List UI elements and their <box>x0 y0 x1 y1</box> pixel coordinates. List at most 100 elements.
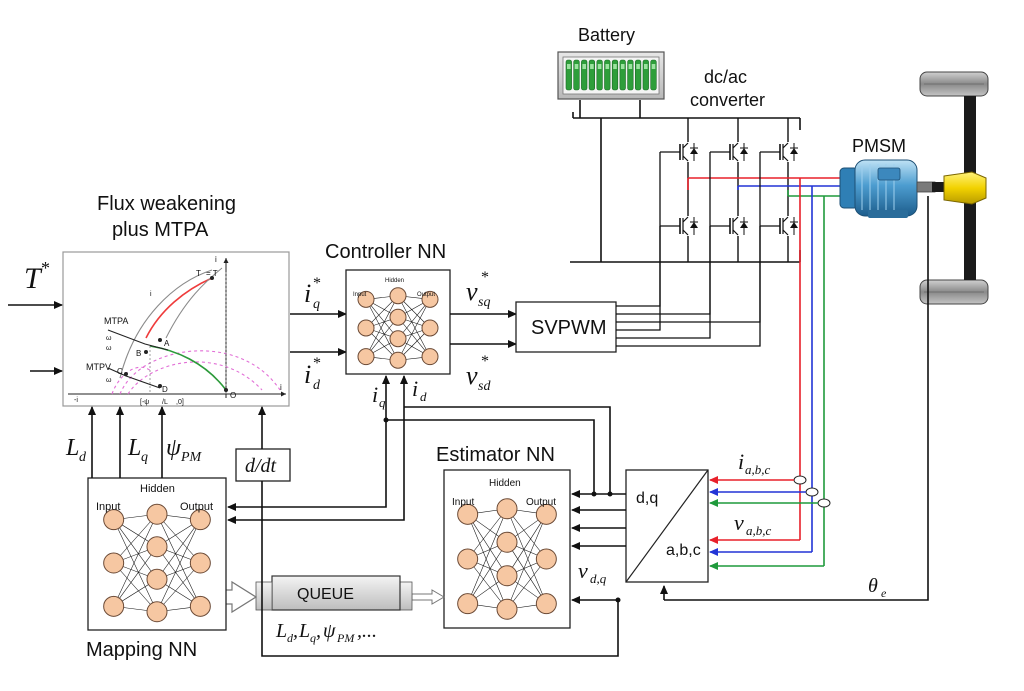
nn-neuron <box>457 593 479 615</box>
nn-neuron <box>357 348 375 366</box>
battery-cell-highlight <box>574 64 579 69</box>
controller-nn: Controller NN Input Hidden Output <box>325 241 451 375</box>
nn-neuron <box>496 565 518 587</box>
nn-neuron <box>496 531 518 553</box>
id-fb-label: i <box>412 376 418 401</box>
queue-block: QUEUE L d , L q , ψ PM ,... <box>211 575 445 645</box>
nn-neuron <box>146 536 168 558</box>
dq-abc-transform: d,q a,b,c i a,b,c v a,b,c v d,q <box>571 449 772 586</box>
nn-neuron <box>189 595 211 617</box>
controller-nn-hidden-label: Hidden <box>385 278 404 284</box>
plot-o-label: O <box>230 391 236 400</box>
plot-i-limit: i <box>150 291 152 298</box>
battery-cell-highlight <box>636 64 640 69</box>
plot-bracket-end: ,0] <box>176 399 184 406</box>
battery-cell-highlight <box>582 64 586 69</box>
id-fb-sub: d <box>420 389 427 404</box>
iq-ref-sub: q <box>313 297 320 312</box>
mapping-nn-network <box>103 503 211 623</box>
gate-signals <box>616 152 761 347</box>
nn-connection <box>156 546 201 607</box>
estimator-nn-network <box>457 498 557 620</box>
plot-b-label: B <box>136 349 141 358</box>
iq-fb-label: i <box>372 382 378 407</box>
nn-neuron <box>103 509 125 531</box>
nn-connection <box>365 295 399 357</box>
nn-neuron <box>357 290 375 308</box>
battery-label: Battery <box>578 25 635 45</box>
iq-ref-label: i <box>304 279 311 308</box>
queue-box <box>271 575 401 611</box>
id-ref-label: i <box>304 360 311 389</box>
nn-connection <box>113 519 158 612</box>
nn-neuron <box>146 568 168 590</box>
battery: Battery <box>557 25 665 100</box>
lq-sub: q <box>141 450 148 465</box>
nn-connection <box>506 558 547 610</box>
iq-fb-sub: q <box>379 395 386 410</box>
queue-caption-rest: ,... <box>357 620 377 642</box>
nn-connection <box>397 295 431 357</box>
gate-signal-line <box>616 152 661 307</box>
battery-cells <box>565 59 657 91</box>
gate-signal-line <box>616 226 761 347</box>
lq-label: L <box>127 435 141 461</box>
controller-nn-input-label: Input <box>353 292 367 298</box>
i-abc-sub: a,b,c <box>745 462 771 477</box>
mapping-nn-input-label: Input <box>96 501 120 513</box>
estimator-nn-hidden-label: Hidden <box>489 478 521 489</box>
igbt-switch <box>710 142 748 162</box>
estimator-nn-output-label: Output <box>526 497 556 508</box>
nn-neuron <box>421 348 439 366</box>
nn-connection <box>467 514 508 576</box>
v-abc-sub: a,b,c <box>746 523 772 538</box>
vsq-ref-label: v <box>466 277 478 306</box>
pmsm-label: PMSM <box>852 136 906 156</box>
nn-connection <box>156 562 201 612</box>
svpwm-block: SVPWM <box>515 152 761 353</box>
flux-plot: T = T i i -i i MTPA MTPV ω ω ω A B C D O… <box>68 255 286 406</box>
nn-neuron <box>103 595 125 617</box>
plot-tn-label: T <box>196 269 201 278</box>
vsd-ref-sub: sd <box>478 379 491 394</box>
nn-neuron <box>146 503 168 525</box>
igbt-switch <box>710 216 748 236</box>
id-ref-star: * <box>313 355 321 372</box>
flux-title-line2: plus MTPA <box>112 219 209 241</box>
nn-neuron <box>103 552 125 574</box>
battery-cell-highlight <box>613 64 617 69</box>
nn-connection <box>467 508 508 560</box>
battery-cell-highlight <box>620 64 625 69</box>
ddt-box <box>235 448 291 482</box>
nn-connection <box>113 562 158 612</box>
v-dq-sub: d,q <box>590 571 607 586</box>
nn-connection <box>467 508 508 604</box>
plot-mtpa-label: MTPA <box>104 316 128 326</box>
torque-ref-star: * <box>41 258 50 278</box>
queue-caption-PM: PM <box>336 631 355 645</box>
vsd-ref-star: * <box>481 353 489 370</box>
torque-reference: T * <box>8 258 63 375</box>
nn-neuron <box>146 601 168 623</box>
queue-label: QUEUE <box>297 586 354 603</box>
theta-feedback: θ e <box>660 196 929 601</box>
queue-caption-d: d <box>287 631 294 645</box>
estimator-nn: Estimator NN Input Hidden Output <box>436 444 571 629</box>
nn-connection <box>467 558 508 610</box>
torque-ref-label: T <box>24 262 43 295</box>
nn-connection <box>397 299 431 361</box>
vsq-ref-sub: sq <box>478 295 490 310</box>
mapping-nn-hidden-label: Hidden <box>140 483 175 495</box>
plot-id-axis: i <box>280 383 282 392</box>
svpwm-box <box>515 301 617 353</box>
nn-connection <box>506 514 547 576</box>
plot-omega-1: ω <box>106 345 112 352</box>
battery-cell-highlight <box>597 64 602 69</box>
gate-signal-line <box>616 152 711 315</box>
battery-cell-highlight <box>567 64 571 69</box>
theta-label: θ <box>868 575 878 597</box>
plot-c-label: C <box>117 367 123 376</box>
nn-connection <box>156 519 201 612</box>
nn-neuron <box>389 287 407 305</box>
